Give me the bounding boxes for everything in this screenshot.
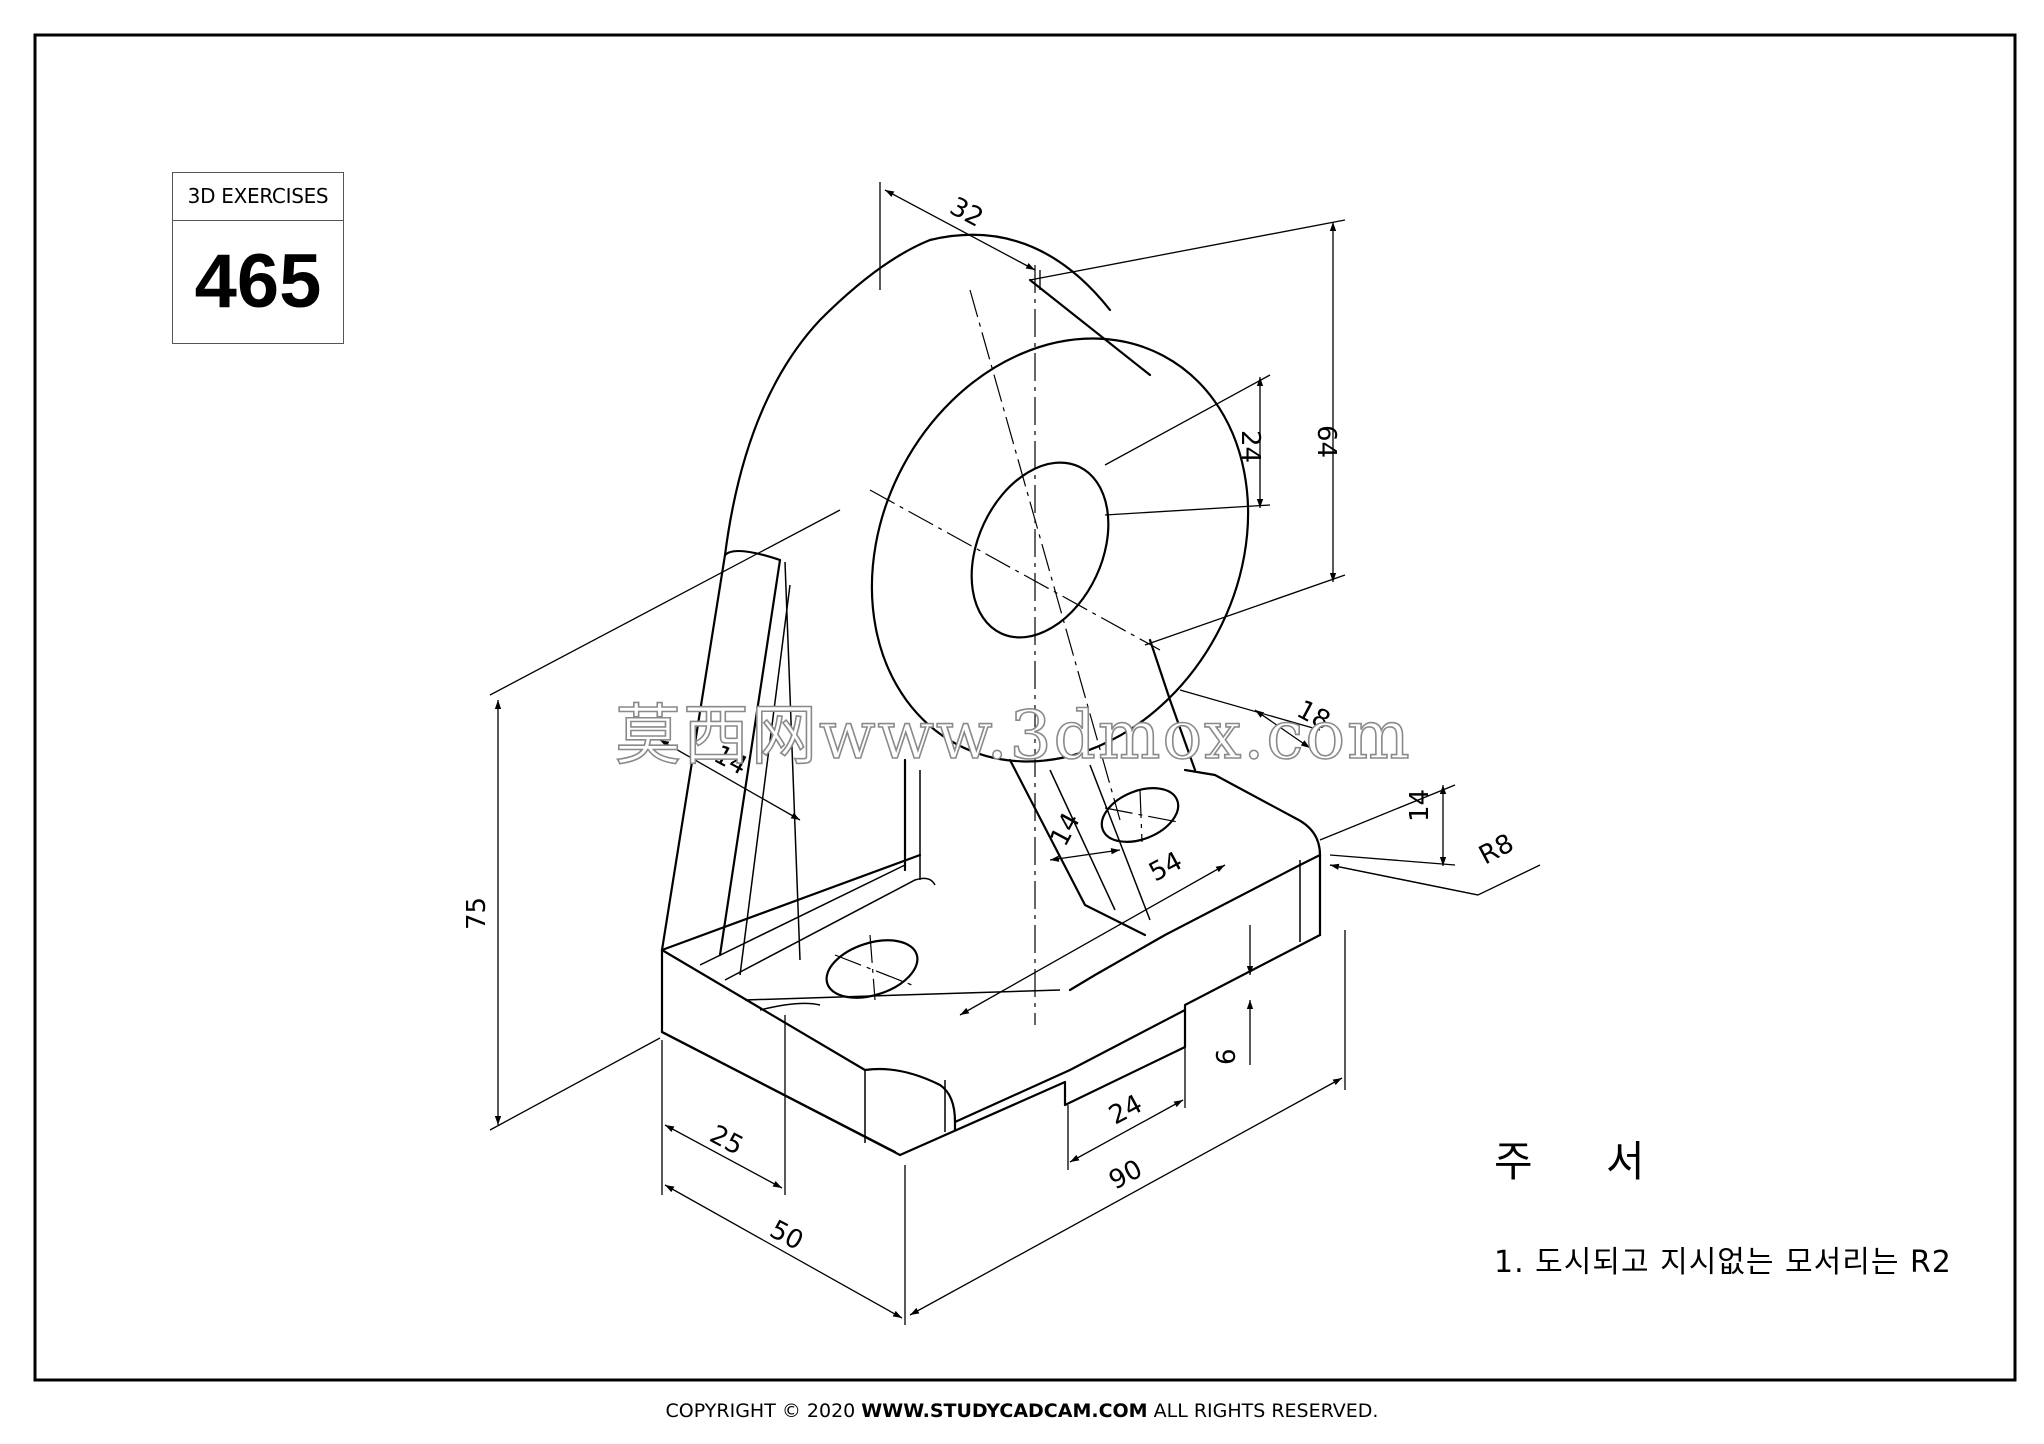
copyright-suffix: ALL RIGHTS RESERVED. bbox=[1147, 1400, 1379, 1422]
sheet-border bbox=[33, 33, 2017, 1382]
copyright-prefix: COPYRIGHT © 2020 bbox=[665, 1400, 862, 1422]
part-outline bbox=[660, 233, 1322, 1157]
dimension-lines bbox=[489, 182, 1541, 1325]
dim-32: 32 bbox=[945, 192, 988, 234]
dim-54: 54 bbox=[1144, 846, 1187, 888]
copyright-footer: COPYRIGHT © 2020 WWW.STUDYCADCAM.COM ALL… bbox=[0, 1400, 2044, 1422]
dim-50: 50 bbox=[765, 1215, 808, 1257]
exercise-number: 465 bbox=[194, 239, 322, 324]
notes-heading: 주 서 bbox=[1494, 1137, 1675, 1186]
dim-14-height: 14 bbox=[1405, 789, 1435, 822]
dim-r8: R8 bbox=[1474, 828, 1519, 871]
title-block: 3D EXERCISES 465 bbox=[172, 172, 344, 344]
dim-75: 75 bbox=[462, 897, 492, 930]
dim-14-web: 14 bbox=[1045, 808, 1087, 851]
dim-25: 25 bbox=[705, 1120, 748, 1162]
notes-item: 1. 도시되고 지시없는 모서리는 R2 bbox=[1494, 1245, 1952, 1280]
dim-6: 6 bbox=[1212, 1048, 1242, 1065]
watermark: 莫西网www.3dmox.com bbox=[615, 697, 1412, 774]
title-block-label: 3D EXERCISES bbox=[173, 173, 343, 221]
dim-24-bore: 24 bbox=[1235, 430, 1265, 463]
dim-64: 64 bbox=[1311, 425, 1341, 458]
center-lines bbox=[834, 265, 1179, 1025]
copyright-site: WWW.STUDYCADCAM.COM bbox=[861, 1400, 1148, 1422]
dim-90: 90 bbox=[1104, 1154, 1147, 1196]
dim-24-slot: 24 bbox=[1104, 1089, 1147, 1131]
